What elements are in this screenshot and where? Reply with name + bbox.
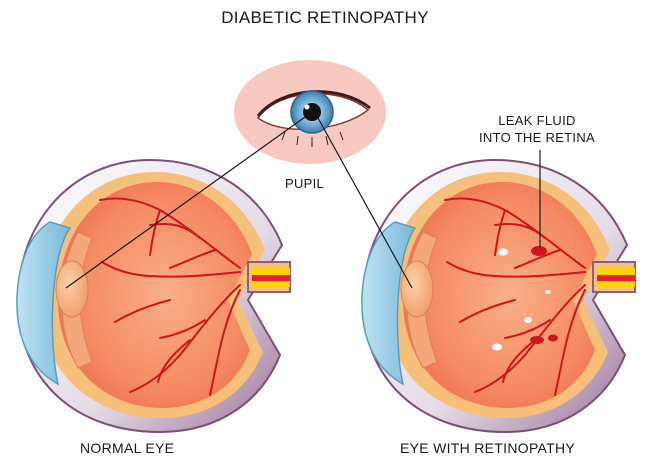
leader-lines [65,116,541,289]
leak-fluid-label: LEAK FLUID INTO THE RETINA [462,112,612,146]
normal-eye-illustration [15,159,291,433]
diagram-title: DIABETIC RETINOPATHY [221,8,429,27]
pupil-label: PUPIL [285,176,325,191]
leak-fluid-label-line1: LEAK FLUID [498,113,576,128]
retinopathy-eye-illustration [360,159,636,433]
leak-fluid-label-line2: INTO THE RETINA [479,130,595,145]
normal-eye-label: NORMAL EYE [80,440,175,456]
front-eye [234,60,386,164]
retinopathy-eye-label: EYE WITH RETINOPATHY [400,440,576,456]
